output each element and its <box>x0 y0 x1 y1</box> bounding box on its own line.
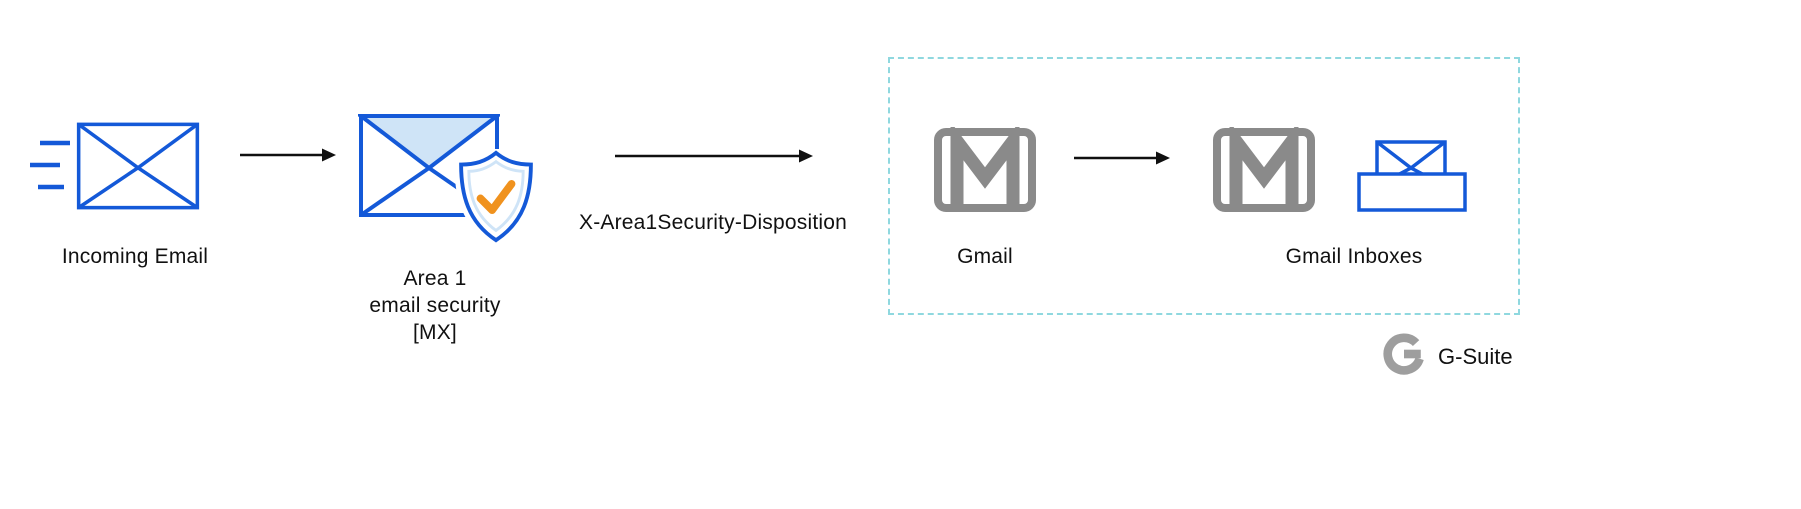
node-area1-email-security <box>358 113 543 245</box>
shield-check-icon <box>455 149 537 244</box>
flow-arrow-icon <box>1074 151 1170 165</box>
inbox-tray-icon <box>1357 140 1467 212</box>
gmail-icon <box>934 127 1036 212</box>
area1-label-line2: email security <box>369 294 501 317</box>
area1-label-line3: [MX] <box>413 321 457 344</box>
gmail-label: Gmail <box>957 245 1013 268</box>
area1-label: Area 1 email security [MX] <box>310 265 560 346</box>
disposition-header-label: X-Area1Security-Disposition <box>578 211 847 234</box>
flow-arrow-icon <box>240 148 336 162</box>
flow-arrow-icon <box>615 149 813 163</box>
gsuite-boundary <box>888 57 1520 315</box>
gmail-icon <box>1213 127 1315 212</box>
speed-lines-icon <box>30 140 70 190</box>
g-suite-logo-icon <box>1383 333 1424 375</box>
gmail-inboxes-label: Gmail Inboxes <box>1285 245 1423 268</box>
g-suite-label: G-Suite <box>1438 344 1513 369</box>
incoming-email-label: Incoming Email <box>61 245 209 268</box>
envelope-icon <box>76 122 200 210</box>
area1-label-line1: Area 1 <box>403 267 467 290</box>
